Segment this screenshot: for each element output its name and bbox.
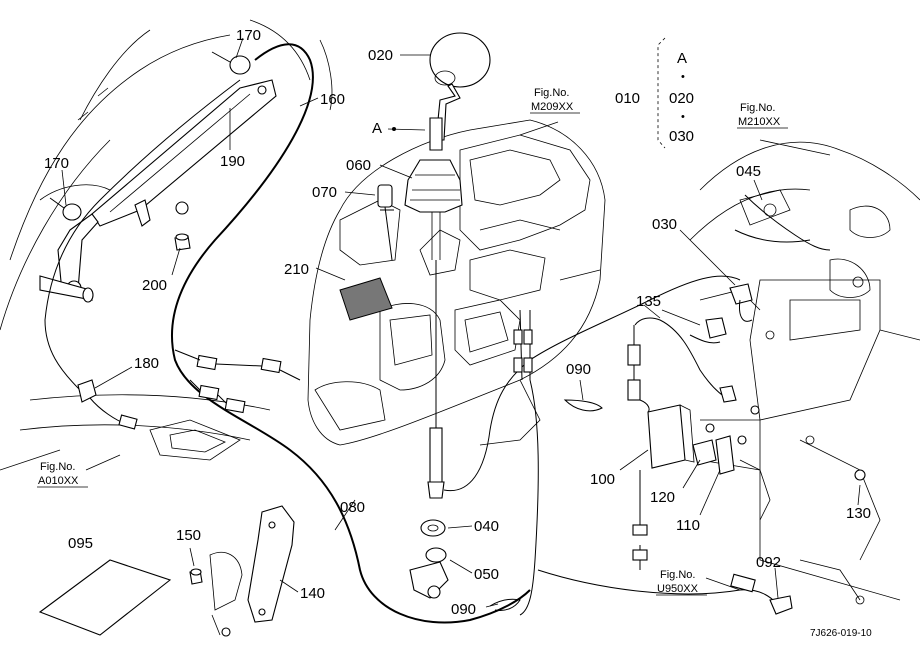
clip-170-top: [211, 51, 251, 75]
console-cover: [307, 119, 606, 446]
callout-110: 110: [676, 517, 700, 534]
figref-m210: Fig.No. M210XX: [737, 102, 788, 129]
callout-010: 010: [615, 90, 640, 107]
callout-200: 200: [142, 277, 167, 294]
legend-020: 020: [669, 90, 694, 107]
cable-tie-090-middle: [563, 399, 603, 412]
legend-dot-1: •: [681, 71, 685, 83]
callout-160: 160: [320, 91, 345, 108]
figref-u950-label: Fig.No.: [660, 569, 695, 581]
callout-170-top: 170: [236, 27, 261, 44]
bracket-110: [705, 423, 747, 475]
drawing-id: 7J626-019-10: [810, 628, 872, 639]
callout-070: 070: [312, 184, 337, 201]
bushing-040: [420, 519, 446, 537]
callout-135: 135: [636, 293, 661, 310]
wire-045: [744, 194, 831, 251]
relay-100: [647, 404, 695, 469]
harness-connectors: [174, 349, 301, 414]
figref-a010: Fig.No. A010XX: [37, 461, 88, 488]
callout-120: 120: [650, 489, 675, 506]
callout-150: 150: [176, 527, 201, 544]
figref-u950-code: U950XX: [657, 583, 699, 595]
callout-210: 210: [284, 261, 309, 278]
figref-m210-label: Fig.No.: [740, 102, 775, 114]
bolt-200: [174, 233, 191, 251]
callout-080: 080: [340, 499, 365, 516]
leader-lines: [61, 37, 861, 608]
figref-a010-code: A010XX: [38, 475, 79, 487]
callout-numbers: 170 160 190 170 200 180 020 060 070 210 …: [44, 27, 871, 618]
callout-090-bottom: 090: [451, 601, 476, 618]
callout-190: 190: [220, 153, 245, 170]
callout-095: 095: [68, 535, 93, 552]
relay-120: [692, 439, 717, 466]
wire-135: [634, 317, 731, 401]
callout-040: 040: [474, 518, 499, 535]
figref-m209-label: Fig.No.: [534, 87, 569, 99]
nut-130: [854, 469, 866, 481]
legend-dot-2: •: [681, 111, 685, 123]
reference-a-dot: [392, 127, 396, 131]
figref-m209: Fig.No. M209XX: [530, 87, 580, 114]
callout-030: 030: [652, 216, 677, 233]
holder-050: [409, 547, 449, 599]
callout-180: 180: [134, 355, 159, 372]
boot-060: [404, 159, 463, 260]
label-095: [38, 559, 172, 636]
switch-180: [77, 379, 138, 430]
reference-a: A: [372, 120, 382, 137]
callout-050: 050: [474, 566, 499, 583]
callout-060: 060: [346, 157, 371, 174]
callout-140: 140: [300, 585, 325, 602]
connector-092: [730, 573, 793, 615]
callout-020: 020: [368, 47, 393, 64]
callout-170-left: 170: [44, 155, 69, 172]
callout-090-middle: 090: [566, 361, 591, 378]
wire-harness-160: [171, 43, 531, 624]
legend-a: A: [677, 50, 687, 67]
figref-m209-code: M209XX: [531, 101, 574, 113]
shift-lever-020: [429, 32, 491, 151]
bolt-150: [189, 568, 203, 585]
right-fender-frame: [689, 141, 920, 605]
cable-tie-090-bottom: [489, 598, 521, 611]
callout-130: 130: [846, 505, 871, 522]
bracket-140: [209, 505, 295, 637]
figref-a010-label: Fig.No.: [40, 461, 75, 473]
label-210: [339, 277, 393, 321]
figref-u950: Fig.No. U950XX: [656, 569, 707, 596]
clip-170-left: [49, 197, 82, 221]
shift-rod: [427, 260, 445, 499]
callout-100: 100: [590, 471, 615, 488]
figref-m210-code: M210XX: [738, 116, 781, 128]
callout-092: 092: [756, 554, 781, 571]
knob-070: [377, 184, 394, 261]
legend-bracket: [657, 37, 666, 149]
callout-045: 045: [736, 163, 761, 180]
switch-030: [729, 283, 753, 322]
legend-010: A • 020 • 030: [669, 50, 694, 145]
legend-030: 030: [669, 128, 694, 145]
cable-080: [443, 275, 741, 492]
bracket-170-left: [39, 213, 99, 303]
left-fender: [0, 19, 333, 471]
bracket-190: [91, 79, 277, 227]
